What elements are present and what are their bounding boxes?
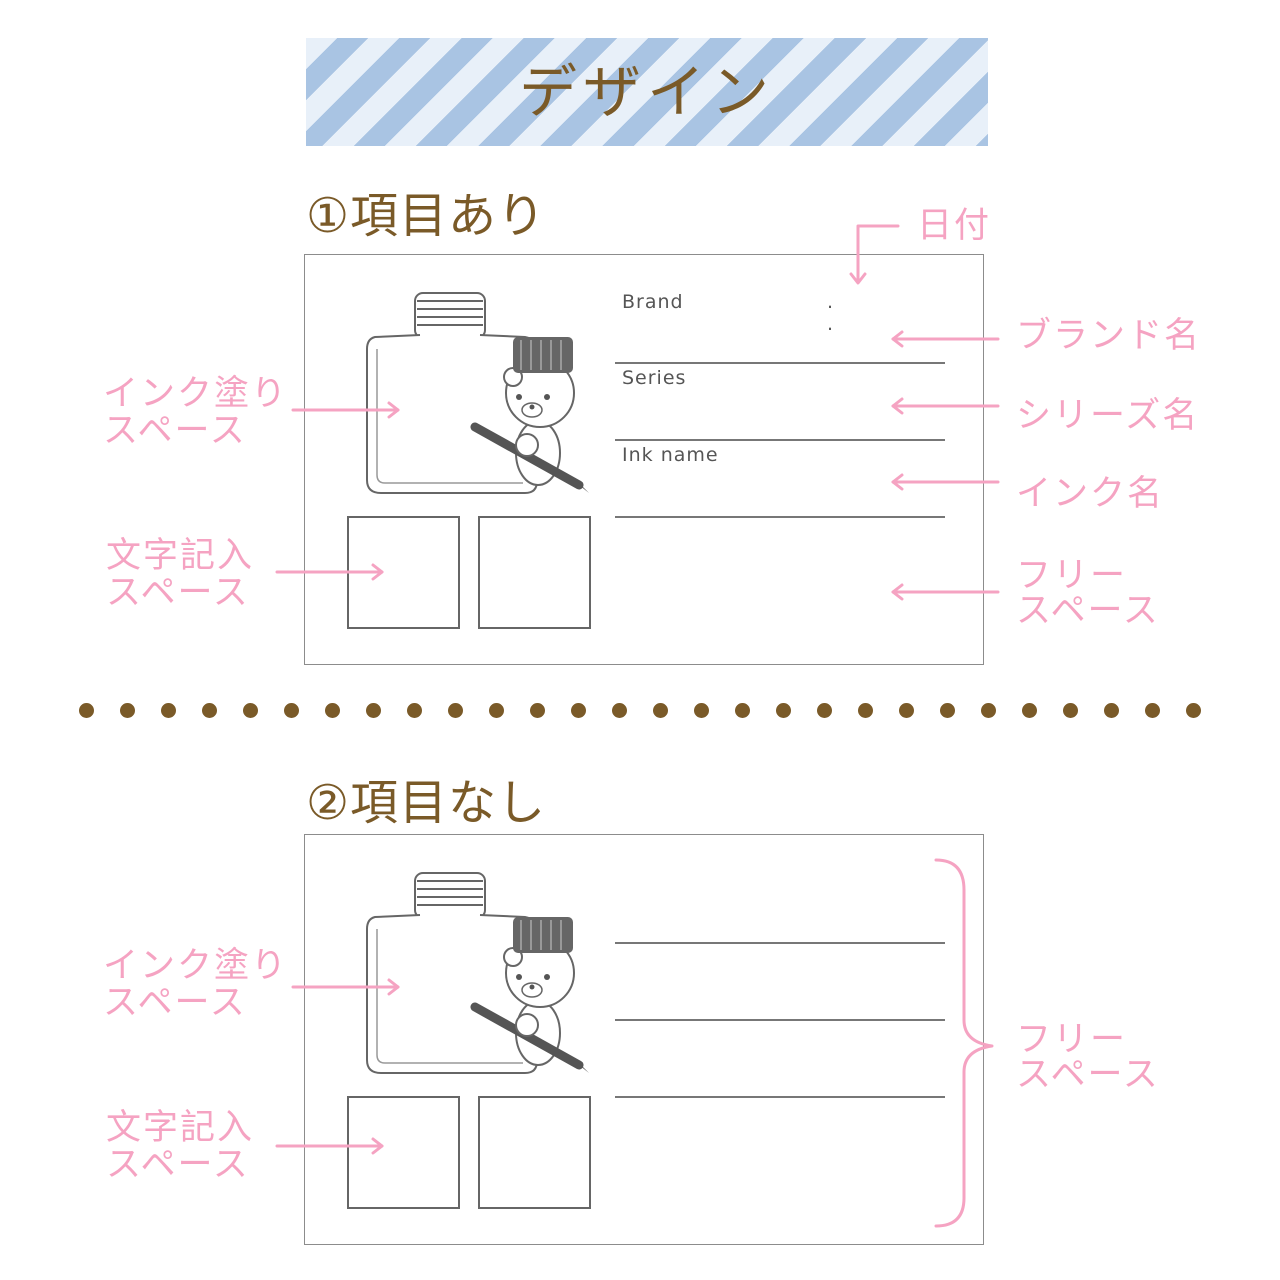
ink-space-annotation-line2: スペース: [103, 411, 247, 451]
brand-annotation: ブランド名: [1016, 316, 1202, 356]
divider-dot: [612, 703, 627, 718]
section2-annotation-arrows: [275, 858, 994, 1228]
divider-dot: [1186, 703, 1201, 718]
date-field-dots: . .: [827, 291, 882, 335]
ink-field-label: Ink name: [622, 444, 719, 466]
curly-brace: [934, 858, 994, 1228]
ink-space-annotation-line1: インク塗り: [103, 946, 289, 986]
divider-dot: [571, 703, 586, 718]
divider-dot: [325, 703, 340, 718]
text-space-annotation-line2: スペース: [106, 1145, 250, 1185]
section1-annotation-arrows: [275, 224, 1000, 601]
divider-dot: [899, 703, 914, 718]
divider-dot: [120, 703, 135, 718]
ink-bottle-bear-icon: [366, 872, 589, 1074]
page-title: デザイン: [518, 58, 775, 126]
ink-name-line[interactable]: [615, 516, 945, 518]
divider-dot: [366, 703, 381, 718]
free-line-1[interactable]: [615, 942, 945, 944]
text-space-annotation-line2: スペース: [106, 573, 250, 613]
divider-dot: [530, 703, 545, 718]
brand-line[interactable]: [615, 362, 945, 364]
text-entry-box-2[interactable]: [478, 516, 591, 629]
divider-dot: [284, 703, 299, 718]
text-space-annotation-line1: 文字記入: [106, 1108, 255, 1148]
section2-heading: ②項目なし: [306, 775, 547, 831]
divider-dot: [981, 703, 996, 718]
divider-dot: [1063, 703, 1078, 718]
text-entry-box-2[interactable]: [478, 1096, 591, 1209]
free-line-2[interactable]: [615, 1019, 945, 1021]
divider-dot: [407, 703, 422, 718]
series-line[interactable]: [615, 439, 945, 441]
date-annotation: 日付: [917, 206, 992, 246]
divider-dot: [858, 703, 873, 718]
divider-dot: [202, 703, 217, 718]
divider-dot: [1145, 703, 1160, 718]
free-space-annotation-line1: フリー: [1016, 556, 1128, 596]
divider-dot: [243, 703, 258, 718]
section1-card: Brand . . Series Ink name: [304, 254, 984, 665]
brand-field-label: Brand: [622, 291, 684, 313]
free-space-annotation-line2: スペース: [1016, 591, 1160, 631]
ink-space-annotation-line1: インク塗り: [103, 374, 289, 414]
text-entry-box-1[interactable]: [347, 1096, 460, 1209]
ink-space-annotation-line2: スペース: [103, 983, 247, 1023]
divider-dot: [489, 703, 504, 718]
text-space-annotation-line1: 文字記入: [106, 536, 255, 576]
series-field-label: Series: [622, 367, 687, 389]
section2-card: [304, 834, 984, 1245]
divider-dot: [694, 703, 709, 718]
divider-dot: [448, 703, 463, 718]
free-space-annotation-line2: スペース: [1016, 1055, 1160, 1095]
divider-dot: [940, 703, 955, 718]
divider-dot: [161, 703, 176, 718]
free-space-annotation-line1: フリー: [1016, 1020, 1128, 1060]
ink-annotation: インク名: [1016, 474, 1165, 514]
divider-dot: [1022, 703, 1037, 718]
ink-bottle-bear-icon: [366, 292, 589, 494]
divider-dot: [735, 703, 750, 718]
divider-dot: [1104, 703, 1119, 718]
free-line-3[interactable]: [615, 1096, 945, 1098]
dotted-divider: [79, 703, 1201, 718]
divider-dot: [817, 703, 832, 718]
title-tape: [306, 38, 988, 146]
series-annotation: シリーズ名: [1016, 396, 1200, 436]
section1-heading: ①項目あり: [306, 188, 547, 244]
divider-dot: [653, 703, 668, 718]
divider-dot: [79, 703, 94, 718]
divider-dot: [776, 703, 791, 718]
